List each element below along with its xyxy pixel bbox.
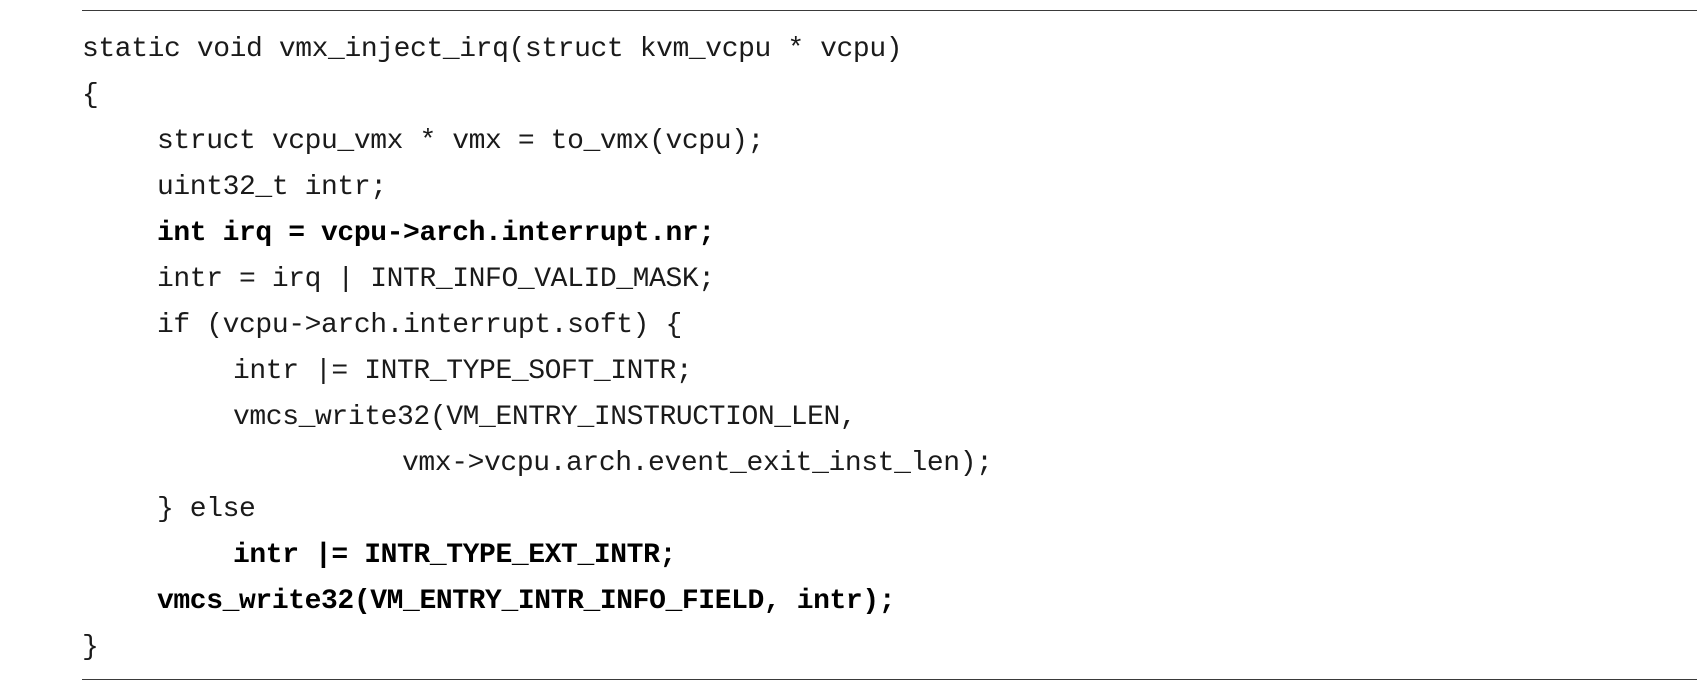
code-line: intr = irq | INTR_INFO_VALID_MASK; <box>157 264 715 295</box>
code-line-highlighted: vmcs_write32(VM_ENTRY_INTR_INFO_FIELD, i… <box>157 586 896 617</box>
code-line: { <box>82 80 99 111</box>
code-line: intr |= INTR_TYPE_SOFT_INTR; <box>233 356 693 387</box>
code-line-highlighted: int irq = vcpu->arch.interrupt.nr; <box>157 218 715 249</box>
bottom-rule <box>82 679 1697 680</box>
code-line: static void vmx_inject_irq(struct kvm_vc… <box>82 34 903 65</box>
code-line: uint32_t intr; <box>157 172 387 203</box>
code-line: } else <box>157 494 256 525</box>
top-rule <box>82 10 1697 11</box>
code-line: struct vcpu_vmx * vmx = to_vmx(vcpu); <box>157 126 764 157</box>
code-line-highlighted: intr |= INTR_TYPE_EXT_INTR; <box>233 540 676 571</box>
code-line: vmcs_write32(VM_ENTRY_INSTRUCTION_LEN, <box>233 402 857 433</box>
code-listing: static void vmx_inject_irq(struct kvm_vc… <box>82 27 993 671</box>
code-line: if (vcpu->arch.interrupt.soft) { <box>157 310 682 341</box>
code-line: vmx->vcpu.arch.event_exit_inst_len); <box>402 448 993 479</box>
code-line: } <box>82 632 99 663</box>
